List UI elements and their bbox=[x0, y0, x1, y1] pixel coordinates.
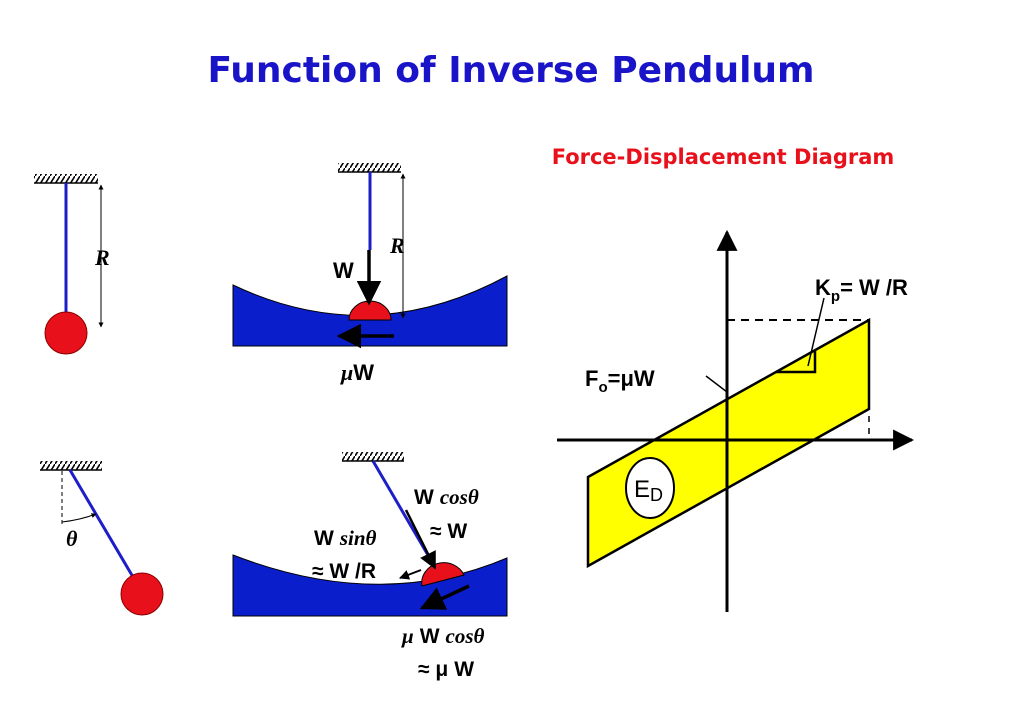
energy-dissipation-badge bbox=[625, 457, 675, 519]
angle-label: θ bbox=[66, 526, 78, 551]
bowl-surface bbox=[232, 275, 508, 347]
fo-leader-line bbox=[705, 375, 728, 393]
length-label-left: R bbox=[94, 245, 110, 270]
pendulum-hanging: R bbox=[34, 174, 110, 355]
force-arrow-icon bbox=[404, 509, 437, 570]
restoring-force-arrow bbox=[399, 569, 422, 580]
ceiling-hatch-icon bbox=[342, 452, 404, 461]
pendulum-mass-icon bbox=[348, 300, 392, 321]
bowl-diagram-upright: R W μW bbox=[232, 163, 508, 385]
kp-leader-line bbox=[807, 297, 825, 367]
angle-arc bbox=[61, 513, 97, 523]
force-displacement-diagram: Force-Displacement Diagram Kp= W /R Fo=μ… bbox=[552, 145, 915, 612]
length-label-mid: R bbox=[389, 233, 405, 258]
kp-label: Kp= W /R bbox=[815, 275, 908, 305]
pendulum-rod bbox=[371, 460, 434, 563]
diagram-title: Force-Displacement Diagram bbox=[552, 145, 895, 169]
pendulum-tilted: θ bbox=[40, 461, 164, 616]
sin-approx-label: ≈ W /R bbox=[312, 560, 376, 583]
page-title: Function of Inverse Pendulum bbox=[207, 50, 814, 91]
fo-label: Fo=μW bbox=[585, 366, 655, 396]
pendulum-mass-icon bbox=[120, 572, 164, 616]
pendulum-rod bbox=[68, 469, 135, 578]
weight-label: W bbox=[333, 258, 354, 283]
ceiling-hatch-icon bbox=[34, 174, 98, 183]
ceiling-hatch-icon bbox=[40, 461, 102, 470]
slope-triangle bbox=[776, 350, 817, 374]
ed-label: ED bbox=[634, 476, 663, 505]
pendulum-mass-icon bbox=[44, 311, 88, 355]
cos-approx-label: ≈ W bbox=[430, 520, 467, 543]
friction-arrow bbox=[419, 584, 470, 610]
friction-label: μW bbox=[340, 360, 374, 385]
ceiling-hatch-icon bbox=[338, 163, 401, 172]
